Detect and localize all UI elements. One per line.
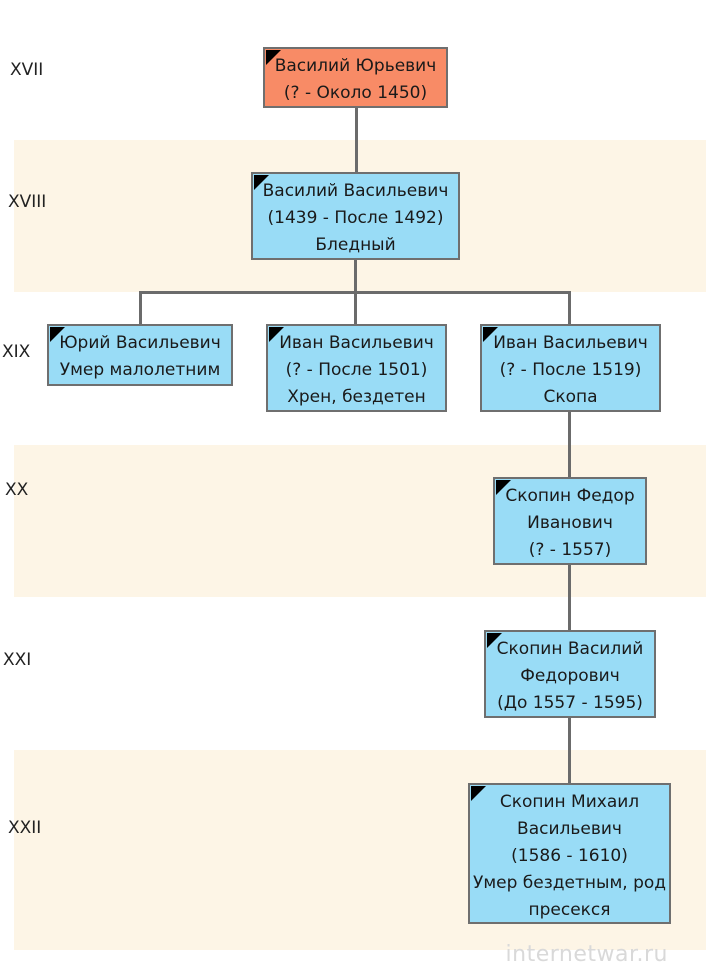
person-name: Юрий Васильевич — [59, 333, 221, 353]
person-name: Скопин Василий — [496, 639, 644, 659]
person-dates: (До 1557 - 1595) — [497, 693, 643, 713]
connector-to-n3c — [568, 291, 571, 326]
person-name: Скопин Михаил — [499, 792, 640, 812]
person-dates: (? - После 1501) — [285, 360, 428, 380]
generation-label-xxi: XXI — [3, 650, 32, 670]
person-node-yury-vasilievich[interactable]: Юрий Васильевич Умер малолетним — [47, 324, 233, 386]
person-nickname: Хрен, бездетен — [287, 387, 426, 407]
corner-marker-icon — [483, 327, 498, 342]
connector-n5-n6 — [568, 717, 571, 785]
corner-marker-icon — [266, 50, 281, 65]
corner-marker-icon — [496, 480, 511, 495]
person-dates: (? - Около 1450) — [283, 83, 428, 103]
connector-n4-n5 — [568, 564, 571, 632]
generation-label-xix: XIX — [2, 342, 31, 362]
person-note: Умер малолетним — [59, 360, 221, 380]
person-node-skopin-fedor[interactable]: Скопин Федор Иванович (? - 1557) — [493, 477, 647, 565]
person-dates: (? - После 1519) — [499, 360, 642, 380]
person-name: Василий Васильевич — [262, 181, 449, 201]
person-nickname: Бледный — [315, 235, 396, 255]
person-node-ivan-vasilievich-skopa[interactable]: Иван Васильевич (? - После 1519) Скопа — [480, 324, 661, 412]
connector-to-n3a — [139, 291, 142, 326]
person-node-skopin-vasily[interactable]: Скопин Василий Федорович (До 1557 - 1595… — [484, 630, 656, 718]
generation-label-xxii: XXII — [8, 818, 42, 838]
person-name: Василий Юрьевич — [274, 56, 437, 76]
corner-marker-icon — [254, 175, 269, 190]
generation-label-xviii: XVIII — [8, 192, 47, 212]
connector-root-n2 — [355, 106, 358, 174]
person-node-vasily-vasilievich[interactable]: Василий Васильевич (1439 - После 1492) Б… — [251, 172, 460, 260]
watermark: internetwar.ru — [505, 942, 668, 967]
person-nickname: Скопа — [543, 387, 598, 407]
generation-label-xvii: XVII — [10, 60, 44, 80]
connector-to-n3b — [354, 291, 357, 326]
person-dates: (1439 - После 1492) — [267, 208, 444, 228]
connector-n3c-n4 — [568, 411, 571, 479]
person-node-vasily-yurievich[interactable]: Василий Юрьевич (? - Около 1450) — [263, 47, 448, 108]
person-note: Умер бездетным, род — [472, 873, 667, 893]
person-name: Иван Васильевич — [279, 333, 434, 353]
person-dates: (1586 - 1610) — [511, 846, 628, 866]
person-node-skopin-mikhail[interactable]: Скопин Михаил Васильевич (1586 - 1610) У… — [468, 783, 671, 924]
person-patronymic: Федорович — [520, 666, 620, 686]
person-name: Скопин Федор — [505, 486, 635, 506]
person-node-ivan-vasilievich-khren[interactable]: Иван Васильевич (? - После 1501) Хрен, б… — [266, 324, 447, 412]
corner-marker-icon — [50, 327, 65, 342]
corner-marker-icon — [269, 327, 284, 342]
person-name: Иван Васильевич — [493, 333, 648, 353]
person-patronymic: Иванович — [527, 513, 613, 533]
corner-marker-icon — [471, 786, 486, 801]
corner-marker-icon — [487, 633, 502, 648]
connector-n2-down — [354, 258, 357, 293]
generation-label-xx: XX — [5, 480, 29, 500]
person-note-cont: пресекся — [528, 900, 611, 920]
person-dates: (? - 1557) — [528, 540, 612, 560]
person-patronymic: Васильевич — [517, 819, 622, 839]
